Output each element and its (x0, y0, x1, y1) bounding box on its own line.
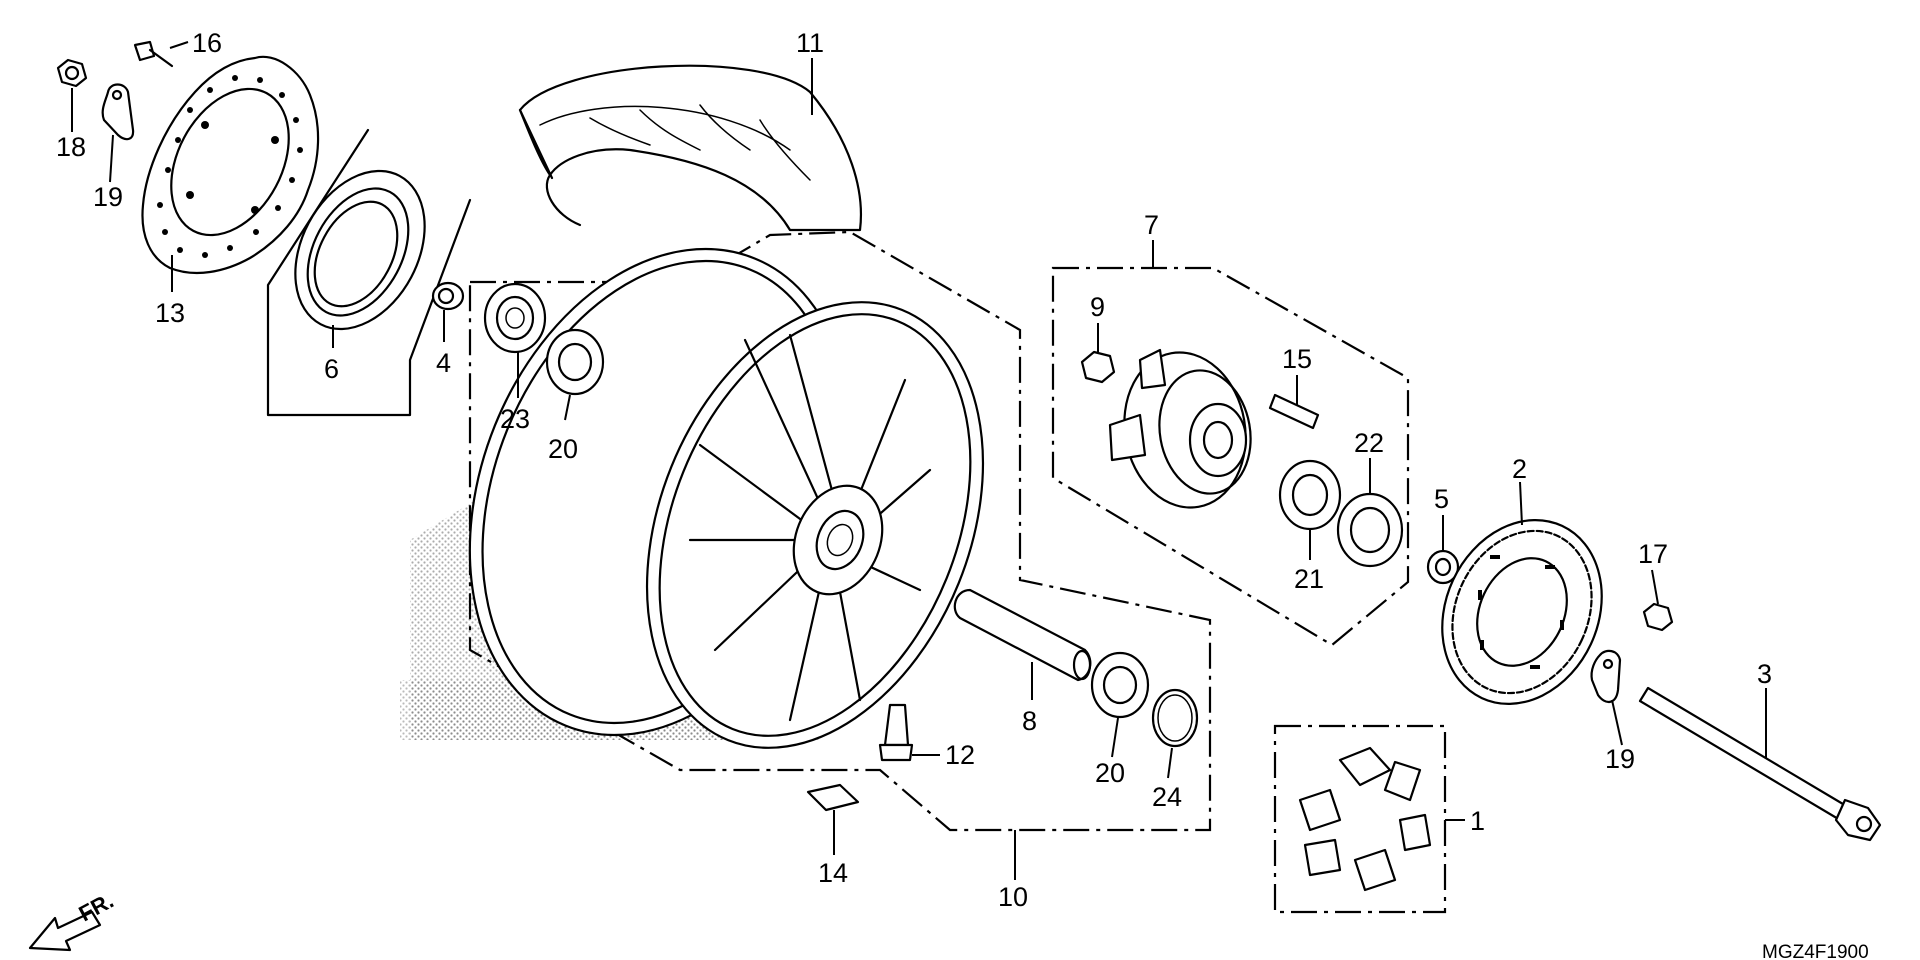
bolt-16 (133, 40, 174, 68)
wheel-assembly-box (468, 230, 1212, 832)
callout-labels: 1 2 3 4 5 6 7 8 9 10 11 12 13 14 15 16 1… (56, 28, 1772, 912)
callout-20b: 20 (1095, 758, 1125, 788)
callout-4: 4 (436, 348, 451, 378)
callout-23: 23 (500, 404, 530, 434)
callout-17: 17 (1638, 539, 1668, 569)
callout-21: 21 (1294, 564, 1324, 594)
callout-11: 11 (796, 28, 824, 58)
diagram-code: MGZ4F1900 (1762, 942, 1869, 960)
nut-17 (1642, 602, 1674, 632)
air-valve (878, 703, 914, 762)
callout-19b: 19 (1605, 744, 1635, 774)
dust-seal (294, 169, 426, 331)
hub-assembly-box (1051, 266, 1410, 647)
leader-lines (71, 41, 1767, 880)
callout-3: 3 (1757, 659, 1772, 689)
callout-15: 15 (1282, 344, 1312, 374)
stud-bolt-15 (1268, 393, 1320, 430)
callout-7: 7 (1144, 210, 1159, 240)
callout-19a: 19 (93, 182, 123, 212)
o-ring (1151, 688, 1199, 748)
rear-tire (518, 64, 862, 232)
callout-18: 18 (56, 132, 86, 162)
driven-sprocket (1441, 519, 1603, 705)
callout-10: 10 (998, 882, 1028, 912)
dust-seal-5 (1426, 549, 1460, 585)
brake-disc-seal-box (266, 128, 472, 417)
bearing-23 (483, 282, 547, 354)
callout-5: 5 (1434, 484, 1449, 514)
callout-2: 2 (1512, 454, 1527, 484)
callout-9: 9 (1090, 292, 1105, 322)
lock-plate-19a (101, 83, 135, 141)
callout-8: 8 (1022, 706, 1037, 736)
callout-24: 24 (1152, 782, 1182, 812)
bearing-20a (545, 328, 605, 396)
callout-16: 16 (192, 28, 222, 58)
bearing-21 (1278, 459, 1342, 531)
final-driven-flange (1108, 348, 1252, 509)
bearing-22 (1336, 492, 1404, 568)
nut-18 (56, 58, 88, 88)
collar (431, 281, 465, 311)
damper-rubber-box (1273, 724, 1447, 914)
rear-axle (1638, 686, 1882, 842)
balance-weight (806, 783, 860, 812)
callout-22: 22 (1354, 428, 1384, 458)
flange-nut-9 (1080, 350, 1116, 384)
damper-rubbers (1298, 746, 1432, 892)
callout-6: 6 (324, 354, 339, 384)
front-direction-arrow-icon (28, 910, 102, 952)
lock-plate-19b (1590, 649, 1622, 703)
callout-12: 12 (945, 740, 975, 770)
distance-collar (953, 588, 1092, 682)
callout-20a: 20 (548, 434, 578, 464)
callout-13: 13 (155, 298, 185, 328)
callout-14: 14 (818, 858, 848, 888)
brake-disc (141, 55, 320, 274)
callout-1: 1 (1470, 806, 1485, 836)
bearing-20b (1090, 651, 1150, 719)
